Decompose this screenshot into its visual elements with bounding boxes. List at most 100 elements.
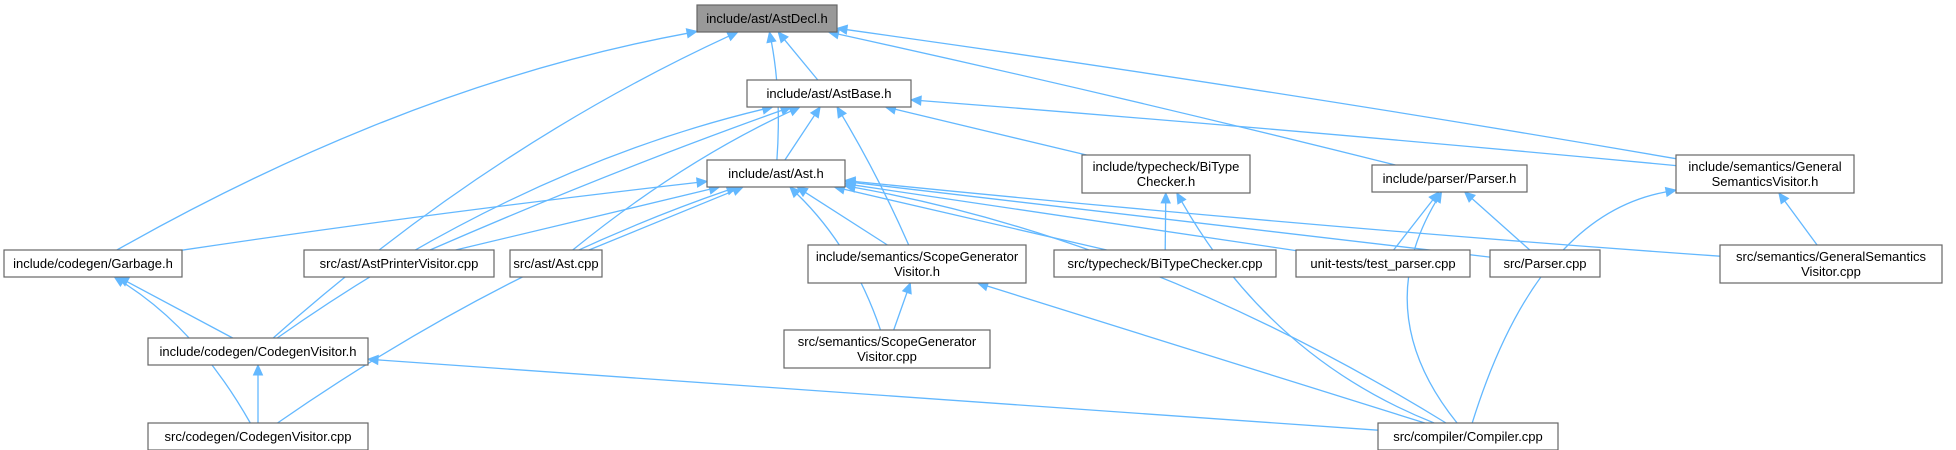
node-label: include/ast/Ast.h: [728, 166, 823, 181]
edge-astprinter-to-ast: [455, 188, 710, 251]
node-box: [1371, 164, 1528, 193]
arrowhead-garbage-to-astdecl: [685, 28, 699, 39]
node-bitypecpp[interactable]: src/typecheck/BiTypeChecker.cpp: [1053, 249, 1277, 278]
node-box: [1489, 249, 1601, 278]
edge-bitypecpp-to-bitypeh: [1164, 202, 1167, 251]
edge-compiler-to-scopeh: [987, 285, 1426, 424]
edge-gensemcpp-to-gensemh: [1784, 200, 1818, 246]
node-label: src/Parser.cpp: [1503, 256, 1586, 271]
node-gensemh[interactable]: include/semantics/GeneralSemanticsVisito…: [1675, 154, 1855, 194]
node-box: [147, 337, 369, 366]
node-box: [147, 422, 369, 450]
arrowhead-gensemh-to-astbase: [909, 95, 922, 106]
edge-compiler-to-codegenh: [377, 359, 1379, 431]
node-label: src/ast/AstPrinterVisitor.cpp: [320, 256, 479, 271]
node-label: src/semantics/ScopeGenerator: [798, 334, 977, 349]
arrowhead-compiler-to-gensemh: [1664, 186, 1678, 198]
node-label: src/semantics/GeneralSemantics: [1736, 249, 1927, 264]
arrowhead-compiler-to-codegenh: [366, 354, 379, 366]
node-label: include/codegen/CodegenVisitor.h: [159, 344, 356, 359]
arrowhead-compiler-to-parserh: [1431, 190, 1443, 204]
node-label: include/ast/AstDecl.h: [706, 11, 827, 26]
arrowhead-compiler-to-ast: [843, 182, 857, 193]
edge-codegenh-to-astbase: [276, 108, 764, 339]
node-scopeh[interactable]: include/semantics/ScopeGeneratorVisitor.…: [807, 244, 1027, 284]
edge-astcpp-to-astbase: [572, 110, 791, 251]
node-parserh[interactable]: include/parser/Parser.h: [1371, 164, 1528, 193]
node-astbase[interactable]: include/ast/AstBase.h: [746, 79, 912, 108]
node-astcpp[interactable]: src/ast/Ast.cpp: [509, 249, 603, 278]
node-label: src/typecheck/BiTypeChecker.cpp: [1067, 256, 1262, 271]
node-codegenh[interactable]: include/codegen/CodegenVisitor.h: [147, 337, 369, 366]
node-parsercpp[interactable]: src/Parser.cpp: [1489, 249, 1601, 278]
arrowhead-scopeh-to-astbase: [836, 105, 848, 119]
edge-compiler-to-gensemh: [1471, 191, 1667, 424]
edge-testparser-to-ast: [854, 184, 1297, 252]
node-gensemcpp[interactable]: src/semantics/GeneralSemanticsVisitor.cp…: [1719, 244, 1943, 284]
node-box: [3, 249, 183, 278]
node-bitypeh[interactable]: include/typecheck/BiTypeChecker.h: [1081, 154, 1251, 194]
edge-codegenh-to-garbage: [126, 281, 234, 339]
edge-garbage-to-astdecl: [116, 32, 688, 251]
edge-astbase-to-astdecl: [783, 39, 819, 81]
edge-parsercpp-to-parserh: [1471, 198, 1531, 251]
arrowhead-bitypecpp-to-bitypeh: [1160, 191, 1171, 204]
node-label: Checker.h: [1137, 174, 1196, 189]
arrowhead-ast-to-astbase: [809, 105, 821, 119]
arrowhead-scopecpp-to-scopeh: [901, 281, 912, 295]
node-label: include/semantics/General: [1688, 159, 1841, 174]
node-testparser[interactable]: unit-tests/test_parser.cpp: [1295, 249, 1471, 278]
node-box: [807, 244, 1027, 284]
node-box: [746, 79, 912, 108]
node-label: include/parser/Parser.h: [1383, 171, 1517, 186]
nodes-layer: include/ast/AstDecl.h include/ast/AstBase…: [3, 4, 1943, 450]
edge-compiler-to-ast: [854, 186, 1447, 424]
node-box: [696, 4, 838, 33]
arrowhead-scopecpp-to-ast: [789, 186, 802, 199]
edge-gensemcpp-to-ast: [854, 180, 1721, 257]
edge-astprinter-to-astbase: [429, 109, 782, 251]
edge-garbage-to-ast: [181, 181, 698, 251]
edge-scopeh-to-astbase: [841, 115, 910, 246]
node-label: include/codegen/Garbage.h: [13, 256, 173, 271]
edge-bitypeh-to-astbase: [895, 108, 1087, 156]
arrowhead-codegenh-to-astdecl: [726, 31, 739, 42]
node-label: include/typecheck/BiType: [1093, 159, 1240, 174]
arrowhead-gensemcpp-to-gensemh: [1778, 192, 1790, 205]
edge-astcpp-to-ast: [588, 190, 734, 251]
node-astdecl[interactable]: include/ast/AstDecl.h: [696, 4, 838, 33]
node-ast[interactable]: include/ast/Ast.h: [706, 159, 846, 188]
edge-gensemh-to-astbase: [920, 99, 1677, 167]
arrowhead-parsercpp-to-parserh: [1463, 191, 1476, 203]
node-label: src/ast/Ast.cpp: [513, 256, 598, 271]
arrowhead-codegencpp-to-codegenh: [252, 363, 264, 376]
node-label: include/semantics/ScopeGenerator: [816, 249, 1019, 264]
node-label: Visitor.cpp: [857, 349, 917, 364]
node-label: Visitor.cpp: [1801, 264, 1861, 279]
node-garbage[interactable]: include/codegen/Garbage.h: [3, 249, 183, 278]
arrowhead-codegencpp-to-garbage: [113, 276, 127, 288]
node-label: include/ast/AstBase.h: [766, 86, 891, 101]
node-label: unit-tests/test_parser.cpp: [1310, 256, 1455, 271]
edge-codegenh-to-astdecl: [272, 35, 729, 339]
edge-scopeh-to-ast: [805, 191, 888, 246]
edge-gensemh-to-astdecl: [846, 29, 1677, 160]
node-compiler[interactable]: src/compiler/Compiler.cpp: [1377, 422, 1559, 450]
edge-scopecpp-to-scopeh: [893, 292, 908, 331]
edge-compiler-to-bitypeh: [1181, 201, 1435, 424]
arrowhead-astcpp-to-astbase: [788, 106, 801, 117]
node-codegencpp[interactable]: src/codegen/CodegenVisitor.cpp: [147, 422, 369, 450]
node-box: [1719, 244, 1943, 284]
node-label: SemanticsVisitor.h: [1712, 174, 1819, 189]
edge-compiler-to-parserh: [1406, 200, 1458, 424]
arrowhead-garbage-to-ast: [696, 177, 709, 188]
node-box: [1081, 154, 1251, 194]
arrowhead-compiler-to-bitypeh: [1176, 191, 1187, 205]
edge-bitypecpp-to-ast: [843, 188, 1107, 251]
node-label: src/codegen/CodegenVisitor.cpp: [165, 429, 352, 444]
node-label: Visitor.h: [894, 264, 940, 279]
node-box: [1295, 249, 1471, 278]
node-astprinter[interactable]: src/ast/AstPrinterVisitor.cpp: [303, 249, 495, 278]
